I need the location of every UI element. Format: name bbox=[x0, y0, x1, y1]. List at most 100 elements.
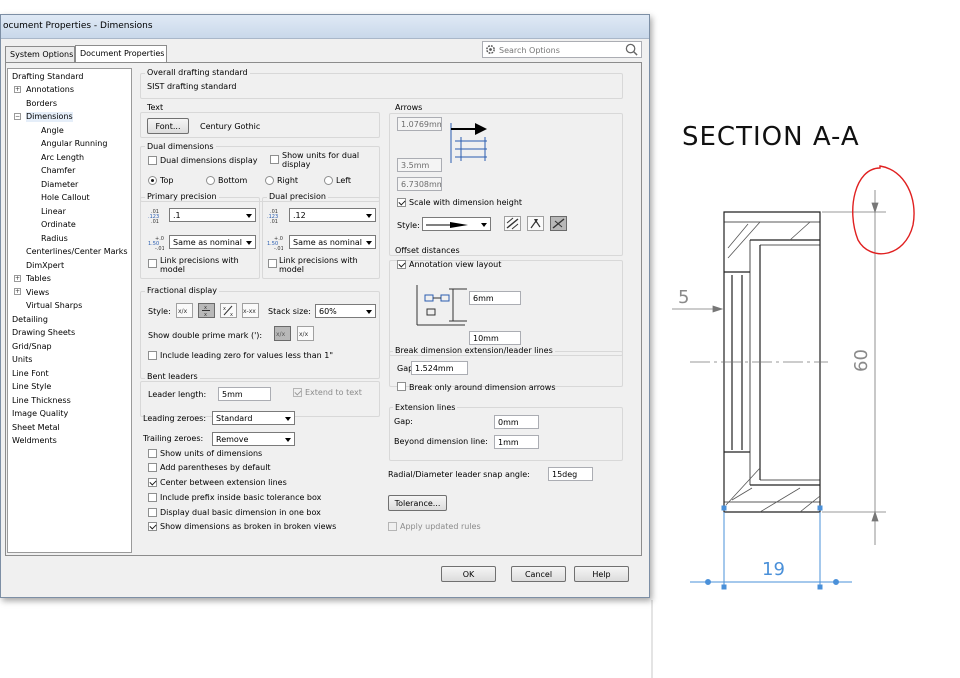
dual-link-checkbox[interactable] bbox=[268, 259, 277, 268]
leader-length-input[interactable]: 5mm bbox=[218, 387, 271, 401]
fraction-style-inline-icon[interactable]: x/x bbox=[176, 303, 193, 318]
tree-item-line-font[interactable]: Line Font bbox=[12, 369, 49, 378]
tree-item-grid-snap[interactable]: Grid/Snap bbox=[12, 342, 52, 351]
add-parentheses-checkbox[interactable] bbox=[148, 463, 157, 472]
offset-value1-input[interactable]: 6mm bbox=[469, 291, 521, 305]
tolerance-button[interactable]: Tolerance... bbox=[388, 495, 447, 511]
tree-item-centerlines[interactable]: Centerlines/Center Marks bbox=[26, 247, 128, 256]
arrow-size1-input[interactable]: 1.0769mm bbox=[397, 117, 442, 131]
tree-item-drafting-standard[interactable]: Drafting Standard bbox=[12, 72, 84, 81]
show-units-dual-checkbox[interactable] bbox=[270, 155, 279, 164]
tree-item-dimxpert[interactable]: DimXpert bbox=[26, 261, 65, 270]
dual-tolerance-select[interactable]: Same as nominal bbox=[289, 235, 376, 249]
arrow-style-label: Style: bbox=[397, 221, 420, 230]
help-button[interactable]: Help bbox=[574, 566, 629, 582]
position-right-radio[interactable] bbox=[265, 176, 274, 185]
tree-item-image-quality[interactable]: Image Quality bbox=[12, 409, 69, 418]
dimension-5[interactable]: 5 bbox=[678, 287, 690, 308]
tree-item-radius[interactable]: Radius bbox=[41, 234, 68, 243]
beyond-line-input[interactable]: 1mm bbox=[494, 435, 539, 449]
dual-precision-select[interactable]: .12 bbox=[289, 208, 376, 222]
tree-item-hole-callout[interactable]: Hole Callout bbox=[41, 193, 90, 202]
overall-standard-value: SIST drafting standard bbox=[147, 82, 237, 91]
tree-item-arc-length[interactable]: Arc Length bbox=[41, 153, 85, 162]
center-between-checkbox[interactable] bbox=[148, 478, 157, 487]
tree-item-angular-running[interactable]: Angular Running bbox=[41, 139, 108, 148]
tree-item-annotations[interactable]: Annotations bbox=[26, 85, 75, 94]
options-tree[interactable]: Drafting Standard + Annotations Borders … bbox=[7, 68, 132, 553]
svg-text:x-xx: x-xx bbox=[243, 308, 256, 315]
tree-item-views[interactable]: Views bbox=[26, 288, 50, 297]
search-options-field[interactable]: Search Options bbox=[482, 41, 642, 58]
tree-item-chamfer[interactable]: Chamfer bbox=[41, 166, 76, 175]
fraction-style-dash-icon[interactable]: x-xx bbox=[242, 303, 259, 318]
dialog-titlebar[interactable]: ocument Properties - Dimensions bbox=[1, 15, 649, 39]
position-bottom-radio[interactable] bbox=[206, 176, 215, 185]
arrow-size2-input[interactable]: 3.5mm bbox=[397, 158, 442, 172]
position-left-radio[interactable] bbox=[324, 176, 333, 185]
scale-height-checkbox[interactable] bbox=[397, 198, 406, 207]
break-gap-input[interactable]: 1.524mm bbox=[411, 361, 468, 375]
primary-precision-select[interactable]: .1 bbox=[169, 208, 256, 222]
expand-icon[interactable]: + bbox=[14, 86, 21, 93]
show-units-checkbox[interactable] bbox=[148, 449, 157, 458]
tab-system-options[interactable]: System Options bbox=[5, 46, 75, 62]
tree-item-angle[interactable]: Angle bbox=[41, 126, 64, 135]
offset-value2-input[interactable]: 10mm bbox=[469, 331, 521, 345]
stack-size-select[interactable]: 60% bbox=[315, 304, 376, 318]
dimension-60[interactable]: 60 bbox=[850, 349, 872, 372]
tree-item-weldments[interactable]: Weldments bbox=[12, 436, 57, 445]
tree-item-tables[interactable]: Tables bbox=[26, 274, 51, 283]
leading-zeroes-select[interactable]: Standard bbox=[212, 411, 295, 425]
tree-item-sheet-metal[interactable]: Sheet Metal bbox=[12, 423, 60, 432]
apply-rules-checkbox[interactable] bbox=[388, 522, 397, 531]
tree-item-borders[interactable]: Borders bbox=[26, 99, 57, 108]
font-button[interactable]: Font... bbox=[147, 118, 189, 134]
tree-item-units[interactable]: Units bbox=[12, 355, 33, 364]
search-icon[interactable] bbox=[625, 43, 638, 56]
tree-item-ordinate[interactable]: Ordinate bbox=[41, 220, 76, 229]
arrow-size3-input[interactable]: 6.7308mm bbox=[397, 177, 442, 191]
tree-item-diameter[interactable]: Diameter bbox=[41, 180, 79, 189]
collapse-icon[interactable]: − bbox=[14, 113, 21, 120]
tree-item-linear[interactable]: Linear bbox=[41, 207, 66, 216]
break-only-checkbox[interactable] bbox=[397, 382, 406, 391]
tree-item-line-thickness[interactable]: Line Thickness bbox=[12, 396, 71, 405]
expand-icon[interactable]: + bbox=[14, 288, 21, 295]
dual-basic-checkbox[interactable] bbox=[148, 508, 157, 517]
document-properties-dialog: ocument Properties - Dimensions System O… bbox=[0, 14, 650, 598]
double-prime-off-icon[interactable]: x/x bbox=[297, 326, 314, 341]
tree-item-drawing-sheets[interactable]: Drawing Sheets bbox=[12, 328, 76, 337]
double-prime-on-icon[interactable]: x/x bbox=[274, 326, 291, 341]
extend-to-text-checkbox[interactable] bbox=[293, 388, 302, 397]
cancel-button[interactable]: Cancel bbox=[511, 566, 566, 582]
include-prefix-checkbox[interactable] bbox=[148, 493, 157, 502]
arrow-inside-icon[interactable] bbox=[527, 216, 544, 231]
dual-display-checkbox[interactable] bbox=[148, 156, 157, 165]
primary-tolerance-select[interactable]: Same as nominal bbox=[169, 235, 256, 249]
primary-link-checkbox[interactable] bbox=[148, 259, 157, 268]
tree-item-line-style[interactable]: Line Style bbox=[12, 382, 52, 391]
arrow-outside-icon[interactable] bbox=[504, 216, 521, 231]
ok-button[interactable]: OK bbox=[441, 566, 496, 582]
annotation-layout-checkbox[interactable] bbox=[397, 260, 406, 269]
stack-size-label: Stack size: bbox=[268, 307, 311, 316]
svg-text:.01: .01 bbox=[151, 219, 159, 223]
expand-icon[interactable]: + bbox=[14, 275, 21, 282]
leading-zero-checkbox[interactable] bbox=[148, 351, 157, 360]
dimension-19[interactable]: 19 bbox=[762, 559, 785, 580]
broken-views-checkbox[interactable] bbox=[148, 522, 157, 531]
dual-basic-label: Display dual basic dimension in one box bbox=[160, 508, 321, 517]
extension-gap-input[interactable]: 0mm bbox=[494, 415, 539, 429]
trailing-zeroes-select[interactable]: Remove bbox=[212, 432, 295, 446]
arrow-style-select[interactable] bbox=[422, 217, 491, 231]
tree-item-virtual-sharps[interactable]: Virtual Sharps bbox=[26, 301, 83, 310]
radial-snap-input[interactable]: 15deg bbox=[548, 467, 593, 481]
tab-document-properties[interactable]: Document Properties bbox=[75, 45, 167, 62]
tree-item-dimensions[interactable]: Dimensions bbox=[26, 112, 73, 122]
arrow-smart-icon[interactable] bbox=[550, 216, 567, 231]
position-top-radio[interactable] bbox=[148, 176, 157, 185]
tree-item-detailing[interactable]: Detailing bbox=[12, 315, 48, 324]
